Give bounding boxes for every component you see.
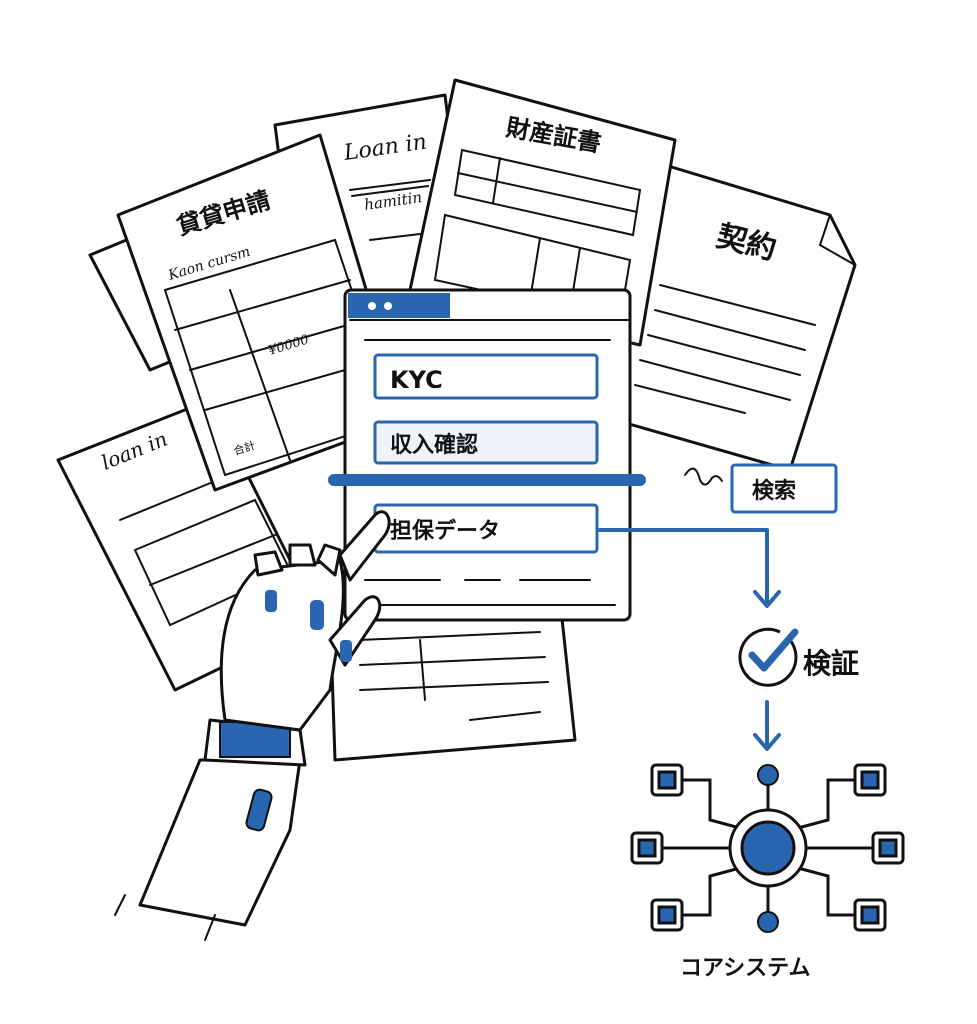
search-label: 検索 <box>752 479 796 504</box>
field-kyc-label: KYC <box>390 366 443 394</box>
property-certificate-document: 財産証書 <box>408 78 677 347</box>
field-collateral-data[interactable]: 担保データ <box>373 503 599 554</box>
field-income-verification[interactable]: 収入確認 <box>373 420 599 465</box>
field-collateral-label: 担保データ <box>390 518 500 544</box>
network-hub-icon <box>630 763 905 933</box>
arrow-down-icon <box>598 528 781 608</box>
total-label: 合計 <box>232 438 257 458</box>
arrow-down-icon-2 <box>753 700 781 751</box>
field-kyc[interactable]: KYC <box>373 353 599 400</box>
scan-bar <box>328 474 646 486</box>
robot-hand-icon <box>114 510 391 941</box>
core-system-label: コアシステム <box>680 956 810 981</box>
verify-label: 検証 <box>803 647 859 680</box>
paper-bottom <box>328 598 577 762</box>
signature-scribble <box>684 467 723 486</box>
field-income-label: 収入確認 <box>390 432 478 458</box>
search-box[interactable]: 検索 <box>730 463 838 514</box>
check-circle-icon <box>738 627 799 687</box>
